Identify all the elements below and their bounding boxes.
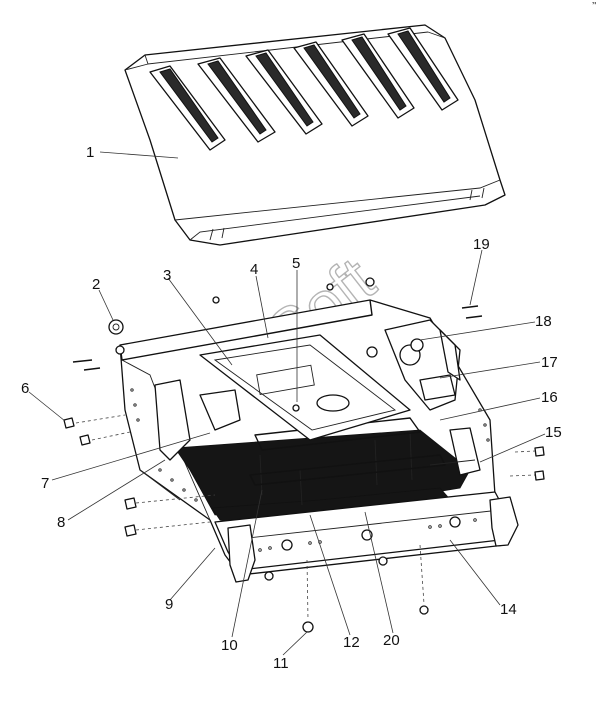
callout-5: 5 [292,255,300,272]
callout-12: 12 [343,634,360,651]
callout-2: 2 [92,276,100,293]
callout-18: 18 [535,313,552,330]
callout-11: 11 [273,655,289,672]
leader-lines [28,151,546,656]
callout-3: 3 [163,267,171,284]
callout-17: 17 [541,354,558,371]
callout-19: 19 [473,236,490,253]
callout-9: 9 [165,596,173,613]
front-holes [258,516,477,552]
corner-mark: ’' [592,1,596,12]
chassis [115,277,519,583]
nut-icon [108,319,124,335]
side-perforations [130,388,490,502]
callout-4: 4 [250,261,258,278]
callout-8: 8 [57,514,65,531]
callout-20: 20 [383,632,400,649]
callout-10: 10 [221,637,238,654]
callout-15: 15 [545,424,562,441]
top-cover [124,24,506,246]
callout-1: 1 [86,144,94,161]
callout-14: 14 [500,601,517,618]
callout-6: 6 [21,380,29,397]
callout-labels: 1 2 3 4 5 6 7 8 9 10 11 12 14 15 16 17 1… [21,144,562,672]
hardware [63,305,545,633]
callout-7: 7 [41,475,49,492]
nut-icon [302,621,314,633]
callout-16: 16 [541,389,558,406]
cover-vents [149,27,459,151]
